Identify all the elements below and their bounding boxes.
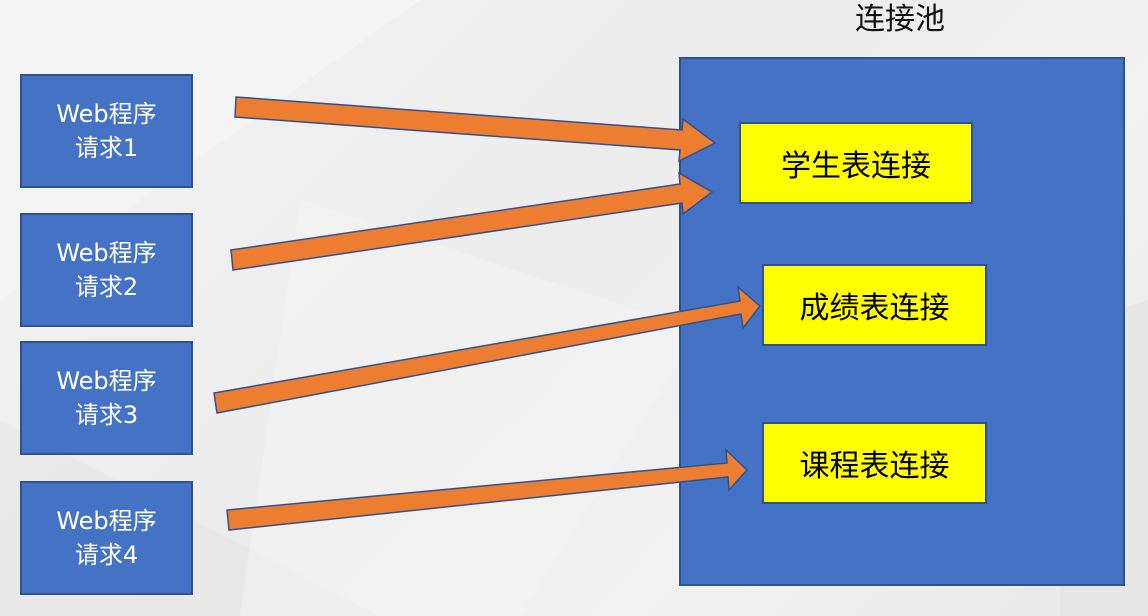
course-connection-label: 课程表连接 [799, 449, 950, 484]
request-1-line2: 请求1 [74, 134, 139, 162]
request-1-line1: Web程序 [56, 100, 157, 128]
web-request-1-box: Web程序 请求1 [20, 74, 193, 188]
web-request-2-box: Web程序 请求2 [20, 213, 193, 327]
web-request-3-box: Web程序 请求3 [20, 341, 193, 455]
request-2-line2: 请求2 [74, 273, 139, 301]
request-3-line1: Web程序 [56, 367, 157, 395]
request-3-line2: 请求3 [74, 401, 139, 429]
score-table-connection: 成绩表连接 [762, 264, 987, 346]
arrow-request-2-to-student [230, 171, 714, 271]
student-connection-label: 学生表连接 [781, 149, 931, 184]
request-4-line2: 请求4 [74, 541, 139, 569]
arrow-request-3-to-score [213, 285, 762, 414]
score-connection-label: 成绩表连接 [799, 291, 950, 326]
student-table-connection: 学生表连接 [739, 122, 973, 204]
request-2-line1: Web程序 [56, 239, 157, 267]
course-table-connection: 课程表连接 [762, 422, 987, 504]
connection-pool-title: 连接池 [855, 2, 945, 37]
request-4-line1: Web程序 [56, 507, 157, 535]
arrow-request-4-to-course [226, 448, 749, 531]
arrow-request-1-to-student [234, 96, 717, 163]
web-request-4-box: Web程序 请求4 [20, 481, 193, 595]
